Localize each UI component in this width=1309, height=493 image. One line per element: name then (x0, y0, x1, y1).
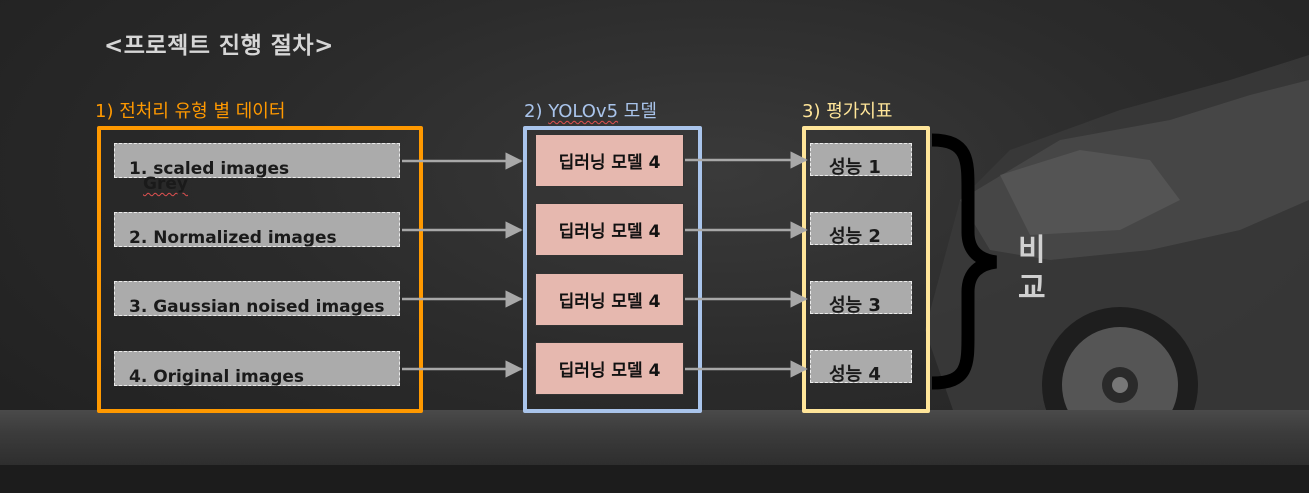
metric-frame (802, 126, 930, 413)
compare-label-line1: 비 (1018, 233, 1046, 268)
input-box-label: 3. Gaussian noised images (129, 297, 385, 317)
curly-brace-icon (931, 133, 998, 390)
group2-label-suffix: 모델 (618, 101, 657, 122)
road-band (0, 410, 1309, 465)
model-box-4: 딥러닝 모델 4 (535, 342, 684, 395)
metric-box-label: 성능 4 (829, 364, 881, 385)
preprocessing-frame (97, 126, 423, 413)
input-box-label: 1. Grey scaled images (129, 159, 290, 194)
model-box-1: 딥러닝 모델 4 (535, 134, 684, 187)
input-box-3: 3. Gaussian noised images (114, 281, 400, 317)
input-box-2: 2. Normalized images (114, 212, 400, 248)
metric-box-4: 성능 4 (810, 350, 912, 385)
model-box-3: 딥러닝 모델 4 (535, 273, 684, 326)
compare-label-line2: 교 (1018, 271, 1046, 306)
metric-box-1: 성능 1 (810, 143, 912, 178)
group1-label: 1) 전처리 유형 별 데이터 (95, 101, 286, 122)
metric-box-label: 성능 3 (829, 295, 881, 316)
metric-box-2: 성능 2 (810, 212, 912, 247)
input-box-label-grey: Grey (143, 174, 188, 194)
group2-label-model: YOLOv5 (548, 101, 619, 122)
input-box-1: 1. Grey scaled images (114, 143, 400, 194)
group3-label: 3) 평가지표 (802, 101, 893, 122)
input-box-label: 2. Normalized images (129, 228, 337, 248)
group2-label: 2) YOLOv5 모델 (524, 97, 657, 123)
model-box-2: 딥러닝 모델 4 (535, 203, 684, 256)
metric-box-label: 성능 1 (829, 157, 881, 178)
input-box-label: 4. Original images (129, 367, 305, 387)
bottom-band (0, 465, 1309, 493)
page-title: <프로젝트 진행 절차> (104, 33, 334, 59)
input-box-4: 4. Original images (114, 351, 400, 387)
group2-label-prefix: 2) (524, 101, 549, 122)
metric-box-3: 성능 3 (810, 281, 912, 316)
compare-label: 비 교 (1018, 232, 1046, 308)
model-frame (523, 126, 702, 413)
metric-box-label: 성능 2 (829, 226, 881, 247)
